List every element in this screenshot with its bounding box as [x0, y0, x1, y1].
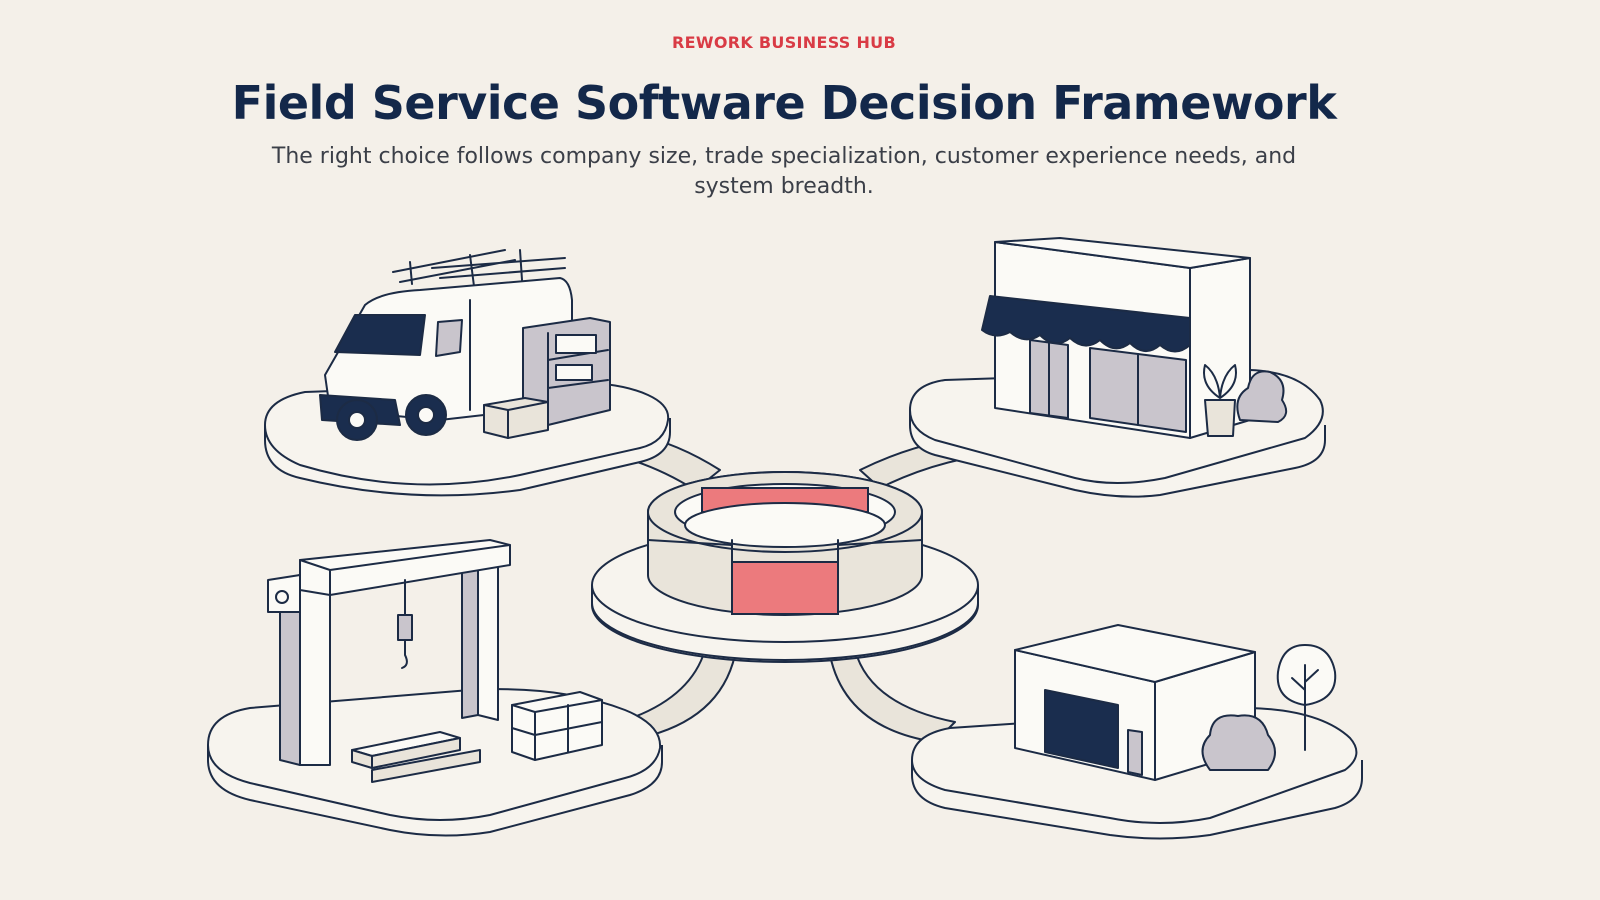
node-service-van: [264, 249, 671, 497]
service-van-icon: [319, 249, 611, 441]
page-subtitle: The right choice follows company size, t…: [271, 144, 1297, 199]
gantry-crane-icon: [267, 539, 603, 783]
brand-label: REWORK BUSINESS HUB: [672, 33, 896, 52]
node-warehouse: [911, 624, 1363, 840]
node-gantry-crane: [207, 539, 663, 837]
storefront-icon: [981, 237, 1288, 439]
warehouse-icon: [1014, 624, 1337, 781]
central-hub-ring-icon: [591, 471, 979, 663]
node-storefront: [909, 237, 1326, 498]
page-title: Field Service Software Decision Framewor…: [231, 76, 1337, 130]
